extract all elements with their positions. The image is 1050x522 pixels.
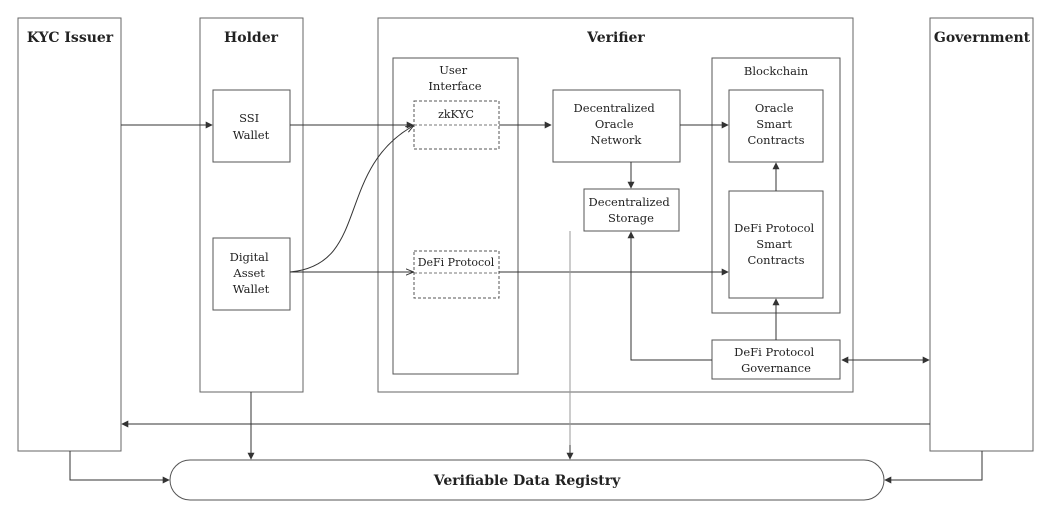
arrow-governance-to-storage [627, 231, 712, 361]
lane-kyc-issuer [17, 17, 122, 452]
defi-contracts-label: DeFi Protocol Smart Contracts [734, 221, 818, 267]
oracle-network-box [552, 89, 681, 163]
lane-title-government: Government [934, 30, 1031, 46]
ssi-wallet-label: SSI Wallet [233, 111, 270, 142]
arrow-asset-wallet-to-zkkyc [289, 126, 413, 273]
registry-box [169, 459, 885, 501]
oracle-network-label: Decentralized Oracle Network [574, 101, 659, 147]
lane-holder [199, 17, 304, 393]
digital-asset-wallet-box [212, 237, 291, 311]
arrow-issuer-to-registry [69, 451, 170, 484]
storage-label: Decentralized Storage [589, 195, 674, 225]
oracle-contracts-box [728, 89, 824, 163]
lane-title-holder: Holder [224, 30, 279, 46]
storage-box [583, 188, 680, 232]
digital-asset-wallet-label: Digital Asset Wallet [230, 250, 273, 296]
arrow-government-to-registry [884, 451, 983, 484]
registry-label: Verifiable Data Registry [433, 473, 621, 489]
user-interface-title: User Interface [428, 63, 481, 93]
ssi-wallet-box [212, 89, 291, 163]
zkkyc-label: zkKYC [438, 108, 474, 121]
lane-title-verifier: Verifier [586, 30, 645, 46]
defi-protocol-ui-box [413, 250, 500, 299]
oracle-contracts-label: Oracle Smart Contracts [747, 101, 804, 147]
blockchain-title: Blockchain [744, 64, 809, 78]
defi-contracts-box [728, 190, 824, 299]
defi-protocol-ui-label: DeFi Protocol [418, 256, 495, 269]
lane-government [929, 17, 1034, 452]
governance-label: DeFi Protocol Governance [734, 345, 818, 375]
lane-title-kyc-issuer: KYC Issuer [27, 30, 114, 46]
